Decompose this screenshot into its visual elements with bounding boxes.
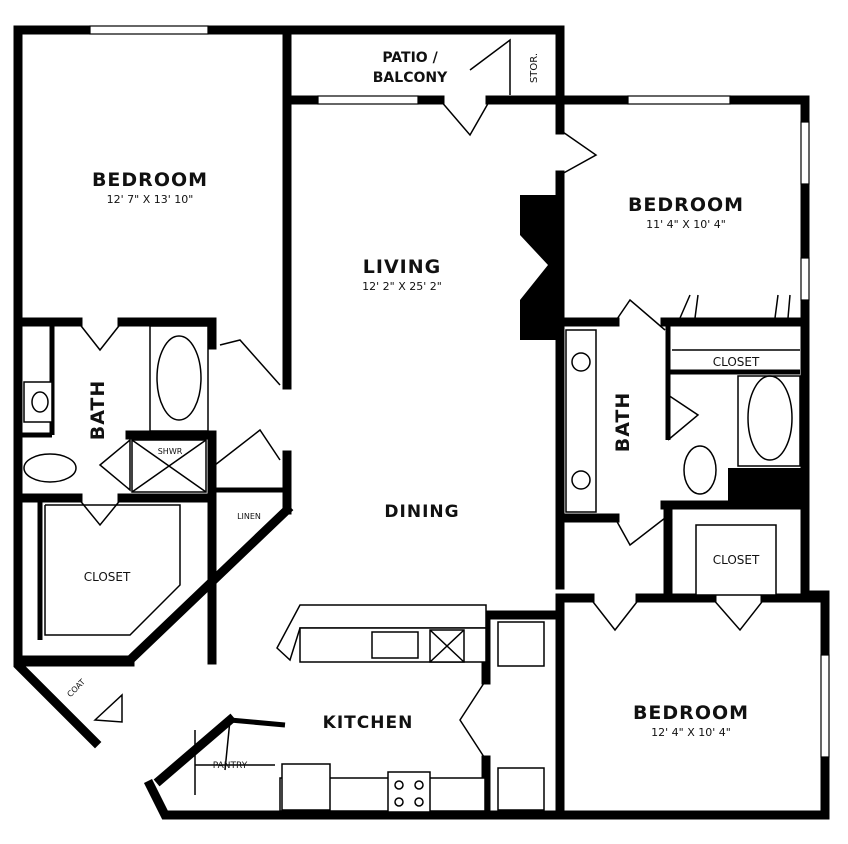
linen-label: LINEN (237, 512, 261, 521)
fireplace (520, 195, 560, 340)
living-label: LIVING (363, 256, 441, 278)
refrigerator (497, 621, 545, 667)
fixtures (23, 325, 801, 813)
pantry-label: PANTRY (213, 761, 248, 771)
windows (89, 25, 830, 758)
room-labels: BEDROOM 12' 7" X 13' 10" LIVING 12' 2" X… (65, 50, 760, 771)
bedroom-bottom-dims: 12' 4" X 10' 4" (651, 726, 731, 739)
doors (77, 38, 791, 771)
coat-label: COAT (65, 677, 87, 699)
washer-dryer (497, 767, 545, 811)
bedroom-right-dims: 11' 4" X 10' 4" (646, 218, 726, 231)
bath-left-label: BATH (87, 380, 109, 441)
patio-label-2: BALCONY (373, 70, 448, 86)
toilet-left (23, 453, 77, 483)
shower-label: SHWR (158, 447, 183, 456)
interior-walls (13, 25, 830, 820)
dining-label: DINING (384, 502, 459, 522)
exterior-walls (13, 25, 830, 820)
closet-right-bottom-label: CLOSET (713, 553, 760, 567)
bedroom-right-label: BEDROOM (628, 194, 744, 216)
toilet-right (683, 445, 717, 495)
storage-label: STOR. (529, 53, 540, 83)
closet-right-top-label: CLOSET (713, 355, 760, 369)
bathtub-left (149, 325, 209, 432)
patio-label-1: PATIO / (382, 50, 438, 66)
sink (371, 631, 419, 659)
living-dims: 12' 2" X 25' 2" (362, 280, 442, 293)
closet-left-label: CLOSET (84, 570, 131, 584)
bedroom-left-label: BEDROOM (92, 169, 208, 191)
range (387, 771, 431, 813)
bedroom-bottom-label: BEDROOM (633, 702, 749, 724)
bedroom-left-dims: 12' 7" X 13' 10" (107, 193, 194, 206)
bath-right-label: BATH (612, 392, 634, 453)
kitchen-label: KITCHEN (323, 713, 414, 733)
